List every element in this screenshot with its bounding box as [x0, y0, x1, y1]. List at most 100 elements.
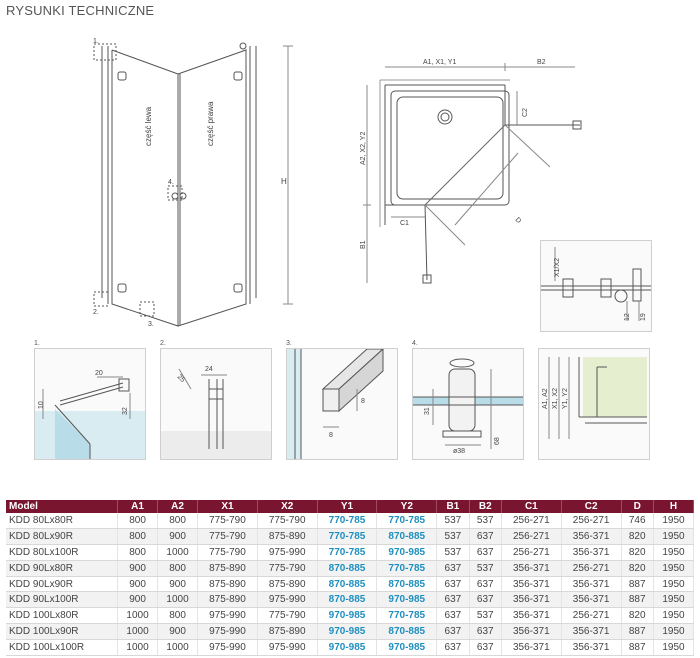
col-y2: Y2 [376, 500, 438, 513]
table-cell: 537 [436, 544, 470, 561]
table-cell: 637 [436, 576, 470, 593]
table-cell: 970-985 [376, 639, 438, 656]
col-b2: B2 [469, 500, 502, 513]
table-cell: 775-790 [257, 513, 318, 530]
plan-view-drawing: A1, X1, Y1 B2 A2, X2, Y2 B1 C1 C2 D [355, 55, 590, 290]
table-cell: 1950 [653, 639, 695, 656]
table-cell: 256-271 [561, 560, 622, 577]
table-cell: 637 [436, 607, 470, 625]
table-cell: KDD 90Lx80R [6, 560, 119, 577]
table-cell: 775-790 [257, 607, 318, 625]
table-cell: KDD 100Lx100R [6, 639, 119, 656]
col-d: D [621, 500, 654, 513]
table-cell: 1950 [653, 576, 695, 593]
table-cell: 820 [621, 607, 654, 625]
detail-5: A1, A2 X1, X2 Y1, Y2 [538, 348, 650, 460]
detail-3-number-text: 3. [286, 340, 292, 347]
table-cell: 637 [469, 528, 502, 546]
table-cell: 900 [117, 560, 159, 577]
table-cell: 800 [157, 513, 199, 530]
detail-3-number: 3. [286, 340, 292, 347]
detail-2-dim-24: 24 [205, 366, 213, 373]
table-cell: 537 [436, 513, 470, 530]
table-cell: 537 [469, 607, 502, 625]
table-cell: 820 [621, 544, 654, 561]
table-cell: 356-371 [561, 528, 622, 546]
table-cell: 356-371 [561, 623, 622, 640]
detail-5-label-a: A1, A2 [542, 388, 549, 409]
front-view-drawing: część lewa część prawa H 1. 2. 3. 4. [88, 36, 303, 331]
table-cell: 1950 [653, 513, 695, 530]
table-cell: 1950 [653, 623, 695, 640]
table-cell: 770-785 [376, 560, 438, 577]
table-cell: 775-790 [257, 560, 318, 577]
detail-2-dim-25: 25 [176, 373, 187, 384]
detail-1: 20 10 32 [34, 348, 146, 460]
table-cell: 256-271 [501, 528, 562, 546]
detail-4-dim-31: 31 [424, 407, 431, 415]
table-cell: 356-371 [501, 607, 562, 625]
table-cell: 356-371 [561, 591, 622, 609]
page-title: RYSUNKI TECHNICZNE [6, 3, 155, 18]
table-cell: 637 [436, 591, 470, 609]
detail-4-dim-68: 68 [494, 437, 501, 445]
table-cell: 870-885 [376, 623, 438, 640]
col-a2: A2 [157, 500, 199, 513]
side-dim-12: 12 [624, 313, 631, 321]
marker-1: 1. [93, 38, 99, 45]
table-cell: 356-371 [501, 560, 562, 577]
detail-4-dim-38: ø38 [453, 448, 465, 455]
detail-4: 31 ø38 68 [412, 348, 524, 460]
right-part-label: część prawa [206, 101, 215, 146]
table-cell: 256-271 [561, 607, 622, 625]
table-cell: 970-985 [376, 544, 438, 561]
height-label: H [281, 177, 287, 186]
plan-top-right-label: B2 [537, 59, 546, 66]
table-cell: 356-371 [561, 639, 622, 656]
table-cell: 900 [157, 623, 199, 640]
table-cell: 970-985 [317, 607, 378, 625]
table-cell: 875-890 [257, 576, 318, 593]
table-cell: 1000 [117, 623, 159, 640]
table-cell: 975-990 [257, 639, 318, 656]
c2-label: C2 [522, 108, 529, 117]
table-cell: 637 [469, 576, 502, 593]
table-cell: 875-890 [197, 560, 258, 577]
table-cell: 775-790 [197, 513, 258, 530]
table-cell: 887 [621, 639, 654, 656]
table-cell: 1000 [117, 639, 159, 656]
table-cell: 770-785 [376, 513, 438, 530]
detail-4-number: 4. [412, 340, 418, 347]
marker-3: 3. [148, 321, 154, 328]
table-cell: 256-271 [561, 513, 622, 530]
table-cell: 800 [117, 544, 159, 561]
table-cell: 1000 [157, 639, 199, 656]
table-cell: 537 [436, 528, 470, 546]
detail-1-number: 1. [34, 340, 40, 347]
table-cell: 356-371 [501, 623, 562, 640]
d-label: D [514, 216, 523, 225]
marker-2: 2. [93, 309, 99, 316]
table-cell: 637 [436, 639, 470, 656]
table-cell: KDD 100Lx80R [6, 607, 119, 625]
table-cell: 975-990 [197, 639, 258, 656]
detail-5-label-y: Y1, Y2 [562, 388, 569, 409]
table-cell: 870-885 [376, 528, 438, 546]
table-cell: 975-990 [197, 607, 258, 625]
table-cell: 770-785 [317, 544, 378, 561]
table-cell: 356-371 [561, 576, 622, 593]
col-x1: X1 [197, 500, 258, 513]
left-part-label: część lewa [144, 106, 153, 146]
table-cell: 887 [621, 591, 654, 609]
table-cell: 356-371 [501, 576, 562, 593]
detail-2: 24 25 [160, 348, 272, 460]
table-cell: 770-785 [317, 528, 378, 546]
table-cell: 637 [436, 560, 470, 577]
table-header-row: Model A1 A2 X1 X2 Y1 Y2 B1 B2 C1 C2 D H [6, 500, 695, 513]
table-cell: 875-890 [257, 623, 318, 640]
